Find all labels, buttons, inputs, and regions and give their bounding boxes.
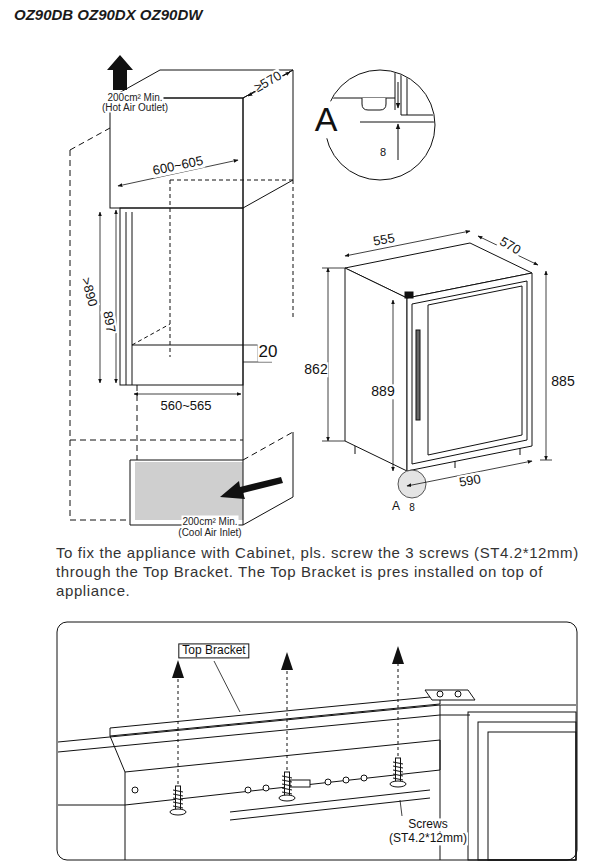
dimension: 8	[379, 146, 387, 158]
panel-frame	[57, 622, 577, 860]
screw-paths	[178, 664, 398, 790]
detail-a-marker	[398, 470, 426, 498]
cool-air-arrow	[220, 477, 283, 499]
control-buttons	[132, 775, 367, 793]
dimension: 885	[550, 374, 575, 389]
dimension: 570	[496, 234, 524, 258]
airflow-label: (Cool Air Inlet)	[177, 527, 242, 538]
airflow-label: (Hot Air Outlet)	[101, 102, 169, 113]
top-view-drawing	[58, 690, 576, 860]
dimension: 590	[457, 472, 483, 490]
dimension-lines	[322, 231, 552, 486]
part-name: Top Bracket	[178, 643, 249, 658]
detail-letter: A	[314, 101, 339, 138]
instruction-note: To fix the appliance with Cabinet, pls. …	[56, 544, 586, 600]
hot-air-arrow	[107, 55, 133, 90]
cabinet-drawing	[70, 70, 293, 525]
dimension: ≥570	[251, 68, 285, 96]
part-name: Screws	[407, 818, 448, 831]
dimension: 889	[370, 384, 395, 399]
airflow-label: 200cm² Min.	[181, 516, 238, 527]
model-title: OZ90DB OZ90DX OZ90DW	[14, 6, 202, 23]
dimension: 560~565	[160, 399, 213, 413]
screw	[279, 772, 295, 801]
dimension: 20	[258, 343, 279, 362]
dimension: 555	[371, 231, 397, 249]
dimension: 897	[100, 309, 118, 335]
screw	[390, 758, 406, 787]
screw	[170, 786, 186, 815]
dimension: 862	[303, 362, 328, 377]
dimension: 8	[408, 502, 416, 513]
leader-lines	[214, 661, 402, 816]
dimension: 600~605	[151, 153, 206, 178]
dimension: >890	[78, 275, 100, 309]
part-name: (ST4.2*12mm)	[388, 832, 468, 845]
screws	[170, 758, 406, 815]
dimension-lines	[100, 72, 290, 394]
detail-letter: A	[391, 500, 401, 513]
appliance-drawing	[345, 243, 532, 471]
